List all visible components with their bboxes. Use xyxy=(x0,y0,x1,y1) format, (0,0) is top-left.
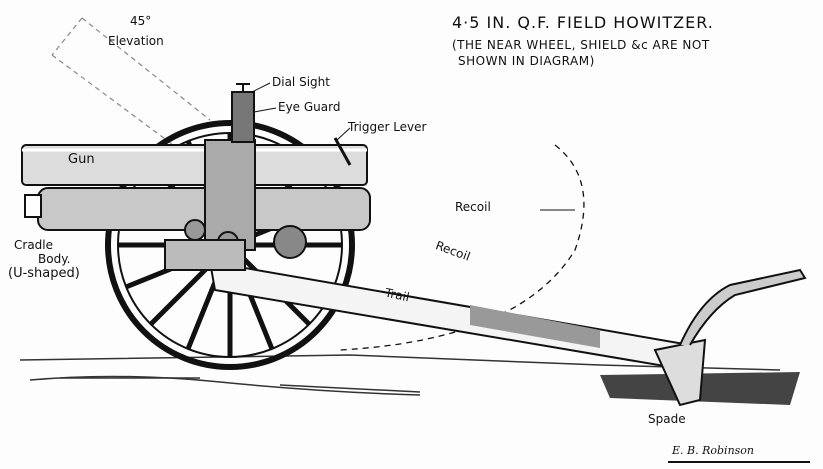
label-leaders xyxy=(251,82,351,141)
elevated-barrel-ghost xyxy=(51,17,211,151)
gun-label: Gun xyxy=(68,152,95,167)
diagram-title: 4·5 IN. Q.F. FIELD HOWITZER. xyxy=(452,13,714,32)
diagram-subtitle-line2: SHOWN IN DIAGRAM) xyxy=(458,54,595,68)
recoil-horizontal-label: Recoil xyxy=(455,200,491,214)
dial-sight-label: Dial Sight xyxy=(272,75,330,89)
recoil-arc xyxy=(339,144,585,351)
trigger-lever-label: Trigger Lever xyxy=(348,120,427,134)
artist-signature: E. B. Robinson xyxy=(672,444,755,457)
elevation-degrees-label: 45° xyxy=(130,14,152,28)
eye-guard-label: Eye Guard xyxy=(278,100,341,114)
diagram-subtitle-line1: (THE NEAR WHEEL, SHIELD &c ARE NOT xyxy=(452,38,710,52)
cradle-label-line1: Cradle xyxy=(14,238,53,252)
trail-handle xyxy=(679,268,807,346)
trigger-lever xyxy=(333,137,352,166)
gun-barrel xyxy=(21,144,368,186)
cradle-label-line3: (U-shaped) xyxy=(8,266,80,281)
elevation-label: Elevation xyxy=(108,34,164,48)
spade-label: Spade xyxy=(648,412,686,426)
dial-sight xyxy=(231,91,255,143)
cradle-label-line2: Body. xyxy=(38,252,71,266)
